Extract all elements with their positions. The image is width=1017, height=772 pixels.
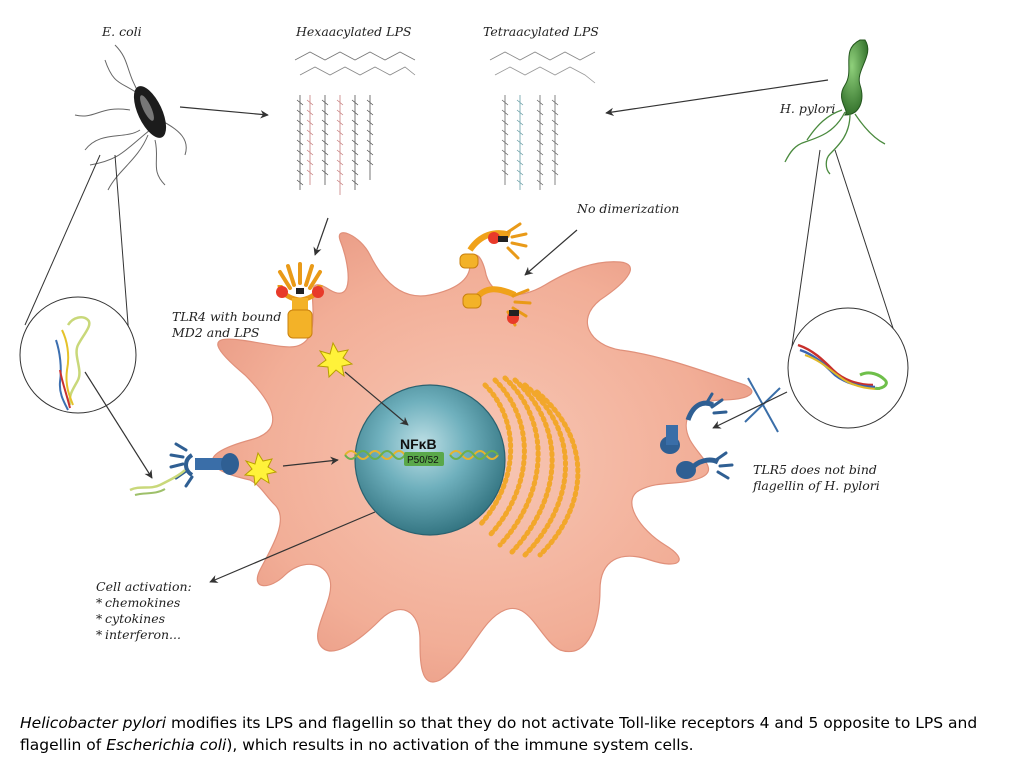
activation-bullet-2: * [96, 611, 103, 626]
pathway-arrows [84, 79, 829, 583]
tlr4-receptor [276, 262, 324, 339]
no-binding-cross-icon [744, 377, 781, 433]
activation-item-3: interferon... [105, 627, 181, 642]
tlr5-activation-burst [243, 451, 278, 487]
hexaacylated-lps-structure [294, 51, 416, 195]
no-dimerization-label: No dimerization [576, 201, 679, 216]
figure-caption: Helicobacter pylori modifies its LPS and… [20, 712, 1010, 756]
hpylori-bacterium [784, 39, 886, 175]
ecoli-zoom [19, 154, 137, 414]
activation-item-1: chemokines [105, 595, 180, 610]
hpylori-zoom [787, 149, 909, 429]
tlr5-receptor-hpylori [660, 392, 734, 480]
tlr4-label-line2: MD2 and LPS [171, 325, 260, 340]
tlr5-label-line1: TLR5 does not bind [753, 462, 877, 477]
activation-title: Cell activation: [96, 579, 192, 594]
tlr5-label-line2: flagellin of H. pylori [752, 478, 880, 493]
dna-strand [344, 450, 499, 460]
caption-text-2: ), which results in no activation of the… [226, 736, 694, 754]
tetraacylated-lps-label: Tetraacylated LPS [483, 24, 599, 39]
tetraacylated-lps-structure [489, 51, 596, 190]
caption-ecoli: Escherichia coli [106, 736, 227, 754]
caption-hpylori: Helicobacter pylori [20, 714, 167, 732]
p50-52-label: P50/52 [407, 455, 439, 466]
nfkb-label: NFκB [400, 436, 437, 452]
tlr4-activation-burst [316, 341, 354, 379]
activation-item-2: cytokines [105, 611, 165, 626]
golgi-apparatus [477, 375, 581, 558]
tlr4-no-dimerization-receptors [459, 222, 532, 327]
activation-bullet-1: * [96, 595, 103, 610]
activation-bullet-3: * [96, 627, 103, 642]
p50-52-box [404, 452, 444, 466]
caption-text-1: modifies its LPS and flagellin so that t… [20, 714, 978, 754]
hexaacylated-lps-label: Hexaacylated LPS [295, 24, 411, 39]
tlr4-label-line1: TLR4 with bound [172, 309, 281, 324]
tlr5-receptor-ecoli [129, 442, 239, 496]
ecoli-bacterium [74, 44, 187, 191]
hpylori-label: H. pylori [779, 101, 835, 116]
ecoli-label: E. coli [101, 24, 142, 39]
